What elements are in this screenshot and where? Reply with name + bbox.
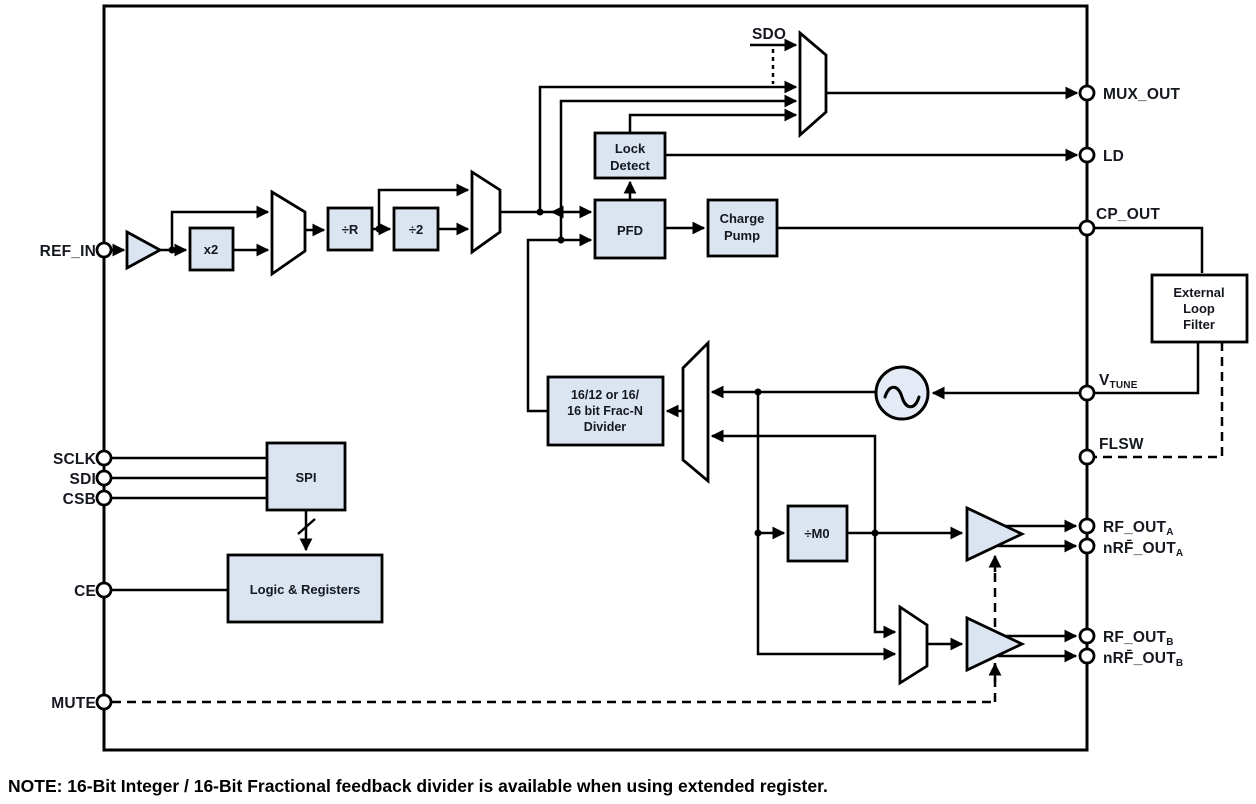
sdo-label: SDO bbox=[752, 26, 786, 43]
x2-label: x2 bbox=[204, 242, 218, 257]
rf-out-a-label: RF_OUTA bbox=[1103, 519, 1174, 538]
pin-sdi bbox=[95, 469, 113, 487]
frequency-doubler-block bbox=[188, 226, 235, 272]
lock-detect-line2: Detect bbox=[610, 158, 650, 173]
pin-flsw bbox=[1078, 448, 1096, 466]
r-divider-block bbox=[326, 206, 374, 252]
footnote: NOTE: 16-Bit Integer / 16-Bit Fractional… bbox=[8, 776, 828, 796]
lock-detect-line1: Lock bbox=[615, 141, 646, 156]
pin-csb bbox=[95, 489, 113, 507]
sdi-label: SDI bbox=[70, 471, 96, 488]
feedback-select-mux bbox=[681, 339, 710, 485]
logic-registers-block bbox=[226, 553, 384, 624]
div2-bypass-mux bbox=[470, 169, 502, 255]
nrf-out-a-label: nRF̄_OUTA bbox=[1103, 539, 1183, 559]
frac-n-line1: 16/12 or 16/ bbox=[571, 388, 640, 402]
ld-label: LD bbox=[1103, 148, 1124, 165]
pin-ld bbox=[1078, 146, 1096, 164]
flsw-dashed-wire bbox=[1095, 342, 1224, 459]
external-loop-filter-block bbox=[1150, 273, 1249, 344]
left-pin-labels: REF_IN SCLK SDI CSB CE MUTE bbox=[40, 243, 97, 712]
rf-out-b-label: RF_OUTB bbox=[1103, 629, 1174, 648]
doubler-select-mux bbox=[270, 189, 307, 277]
wire-lock-detect-and-muxout bbox=[623, 38, 1079, 199]
pin-rf-out-a bbox=[1078, 517, 1096, 535]
rf-output-buffer-a bbox=[965, 505, 1026, 563]
ext-loop-filter-line3: Filter bbox=[1183, 317, 1215, 332]
lock-detect-block bbox=[593, 131, 667, 180]
pin-sclk bbox=[95, 449, 113, 467]
div-m0-label: ÷M0 bbox=[804, 526, 829, 541]
pfd-label: PFD bbox=[617, 223, 643, 238]
wire-reference-input-path bbox=[111, 80, 798, 257]
sclk-label: SCLK bbox=[53, 451, 97, 468]
div-r-label: ÷R bbox=[342, 222, 359, 237]
wire-rf-output-path bbox=[756, 392, 1078, 663]
charge-pump-line1: Charge bbox=[720, 211, 765, 226]
cp-out-label: CP_OUT bbox=[1096, 206, 1160, 223]
frac-n-line2: 16 bit Frac-N bbox=[567, 404, 643, 418]
div2-block bbox=[392, 206, 440, 252]
pin-rf-out-b bbox=[1078, 627, 1096, 645]
muxout-select-mux bbox=[798, 29, 828, 139]
frac-n-divider-block bbox=[546, 375, 665, 447]
logic-registers-label: Logic & Registers bbox=[250, 582, 361, 597]
vtune-label: VTUNE bbox=[1099, 372, 1138, 391]
ext-loop-filter-line2: Loop bbox=[1183, 301, 1215, 316]
flsw-label: FLSW bbox=[1099, 436, 1144, 453]
pin-cp-out bbox=[1078, 219, 1096, 237]
frac-n-line3: Divider bbox=[584, 420, 627, 434]
m0-divider-block bbox=[786, 504, 849, 563]
bus-slash-mark bbox=[297, 518, 316, 535]
vco-symbol bbox=[874, 365, 930, 421]
spi-block bbox=[265, 441, 347, 512]
pin-nrf-out-a bbox=[1078, 537, 1096, 555]
wire-charge-pump-loop-filter bbox=[665, 221, 1224, 459]
right-pin-labels: MUX_OUT LD CP_OUT VTUNE FLSW RF_OUTA nRF… bbox=[1096, 86, 1183, 669]
charge-pump-block bbox=[706, 198, 779, 258]
csb-label: CSB bbox=[63, 491, 96, 508]
pin-ref-in bbox=[95, 241, 113, 259]
channel-b-select-mux bbox=[898, 604, 929, 686]
wire-mute-dashed bbox=[112, 552, 1002, 704]
pin-vtune bbox=[1078, 384, 1096, 402]
left-pin-circles bbox=[95, 241, 113, 711]
reference-input-buffer-amp bbox=[125, 229, 163, 271]
wire-junction-dots bbox=[168, 208, 879, 537]
pin-mux-out bbox=[1078, 84, 1096, 102]
pin-nrf-out-b bbox=[1078, 647, 1096, 665]
div-2-label: ÷2 bbox=[409, 222, 423, 237]
nrf-out-b-label: nRF̄_OUTB bbox=[1103, 649, 1183, 669]
wire-spi-control bbox=[111, 456, 316, 592]
chip-boundary bbox=[102, 4, 1089, 752]
mux-out-label: MUX_OUT bbox=[1103, 86, 1181, 103]
block-labels: x2 ÷R ÷2 Lock Detect PFD Charge Pump 16/… bbox=[204, 141, 1225, 597]
right-pin-circles bbox=[1078, 84, 1096, 665]
pfd-block bbox=[593, 198, 667, 260]
sine-wave-icon bbox=[883, 385, 921, 409]
mute-label: MUTE bbox=[51, 695, 96, 712]
ext-loop-filter-line1: External bbox=[1173, 285, 1224, 300]
ce-label: CE bbox=[74, 583, 96, 600]
ref-in-label: REF_IN bbox=[40, 243, 96, 260]
pin-ce bbox=[95, 581, 113, 599]
pin-mute bbox=[95, 693, 113, 711]
spi-label: SPI bbox=[296, 470, 317, 485]
rf-output-buffer-b bbox=[965, 615, 1026, 673]
charge-pump-line2: Pump bbox=[724, 228, 760, 243]
